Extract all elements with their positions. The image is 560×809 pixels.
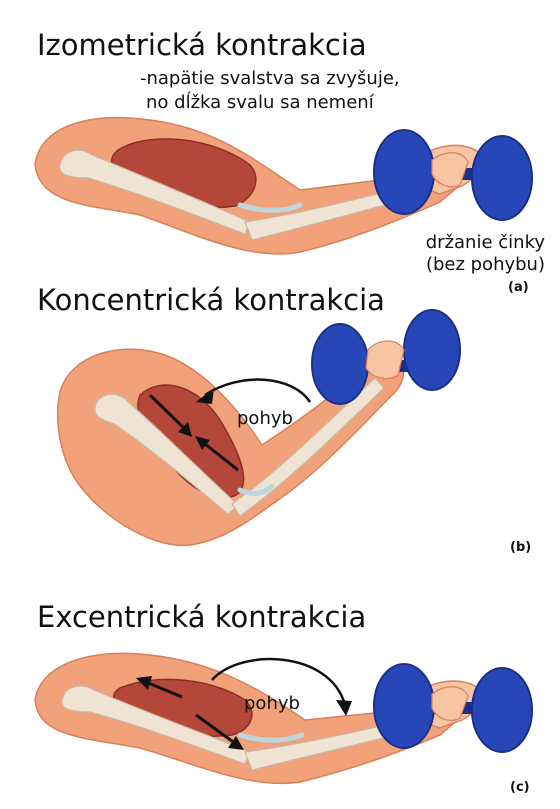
dumbbell-c-weight-right: [472, 668, 532, 752]
dumbbell-a: [374, 130, 532, 220]
panel-a-caption-line2: (bez pohybu): [426, 254, 545, 276]
panel-c-motion-label: pohyb: [244, 692, 300, 715]
panel-b-tag: (b): [510, 540, 531, 555]
panel-c-illustration: [35, 653, 532, 783]
panel-a-description-line1: -napätie svalstva sa zvyšuje,: [140, 67, 400, 90]
dumbbell-c: [374, 664, 532, 752]
dumbbell-b-weight-left: [312, 324, 368, 404]
panel-c-title: Excentrická kontrakcia: [37, 600, 366, 634]
panel-a-caption-line1: držanie činky: [426, 232, 545, 254]
dumbbell-c-weight-left: [374, 664, 434, 748]
dumbbell-a-weight-left: [374, 130, 434, 214]
panel-a-tag: (a): [508, 280, 529, 295]
panel-a-title: Izometrická kontrakcia: [37, 28, 367, 62]
panel-a-description-line2: no dĺžka svalu sa nemení: [146, 91, 374, 114]
dumbbell-a-weight-right: [472, 136, 532, 220]
panel-b-title: Koncentrická kontrakcia: [37, 283, 385, 317]
arm-b-hand: [366, 341, 404, 379]
panel-c-tag: (c): [510, 780, 530, 795]
panel-b-motion-label: pohyb: [237, 407, 293, 430]
motion-arrow-c-head: [336, 700, 352, 716]
dumbbell-b-weight-right: [404, 310, 460, 390]
